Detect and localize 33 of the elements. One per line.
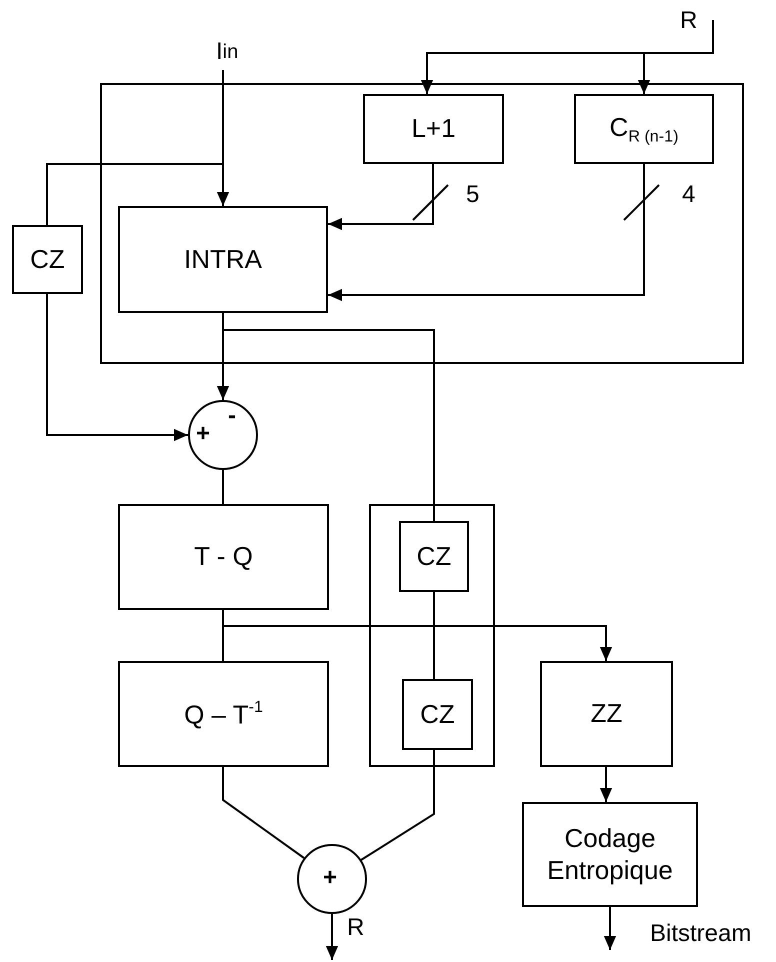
box-label: C$_{R (n-1)}$ (610, 112, 678, 146)
arrow (600, 767, 612, 802)
operator-sign: - (228, 404, 236, 428)
arrow (328, 164, 645, 302)
arrow (604, 907, 616, 950)
process-box (363, 94, 504, 164)
box-label: INTRA (184, 244, 262, 276)
arrow (638, 20, 714, 94)
process-box (118, 206, 328, 313)
box-label: T - Q (194, 541, 253, 573)
operator-sign: + (196, 422, 210, 446)
process-box (522, 802, 698, 907)
process-box (574, 94, 714, 164)
arrow (328, 164, 434, 230)
box-label: Q – T$^{-1}$ (184, 698, 263, 730)
box-label: L+1 (411, 113, 456, 145)
arrow (46, 294, 188, 442)
box-label: ZZ (590, 698, 622, 730)
box-label: CZ (416, 540, 452, 572)
operator-sign: + (323, 866, 338, 890)
box-label: CZ (30, 244, 65, 276)
process-box (402, 679, 473, 750)
process-box (118, 661, 329, 767)
group-frame (100, 83, 744, 364)
box-label: CZ (420, 698, 455, 730)
group-frame (369, 504, 495, 767)
process-box (540, 661, 673, 767)
process-box (12, 225, 83, 294)
signal-label: R (678, 4, 714, 38)
arrow (326, 914, 338, 960)
box-label: Codage Entropique (546, 823, 674, 886)
process-box (118, 504, 329, 610)
process-box (399, 521, 469, 592)
